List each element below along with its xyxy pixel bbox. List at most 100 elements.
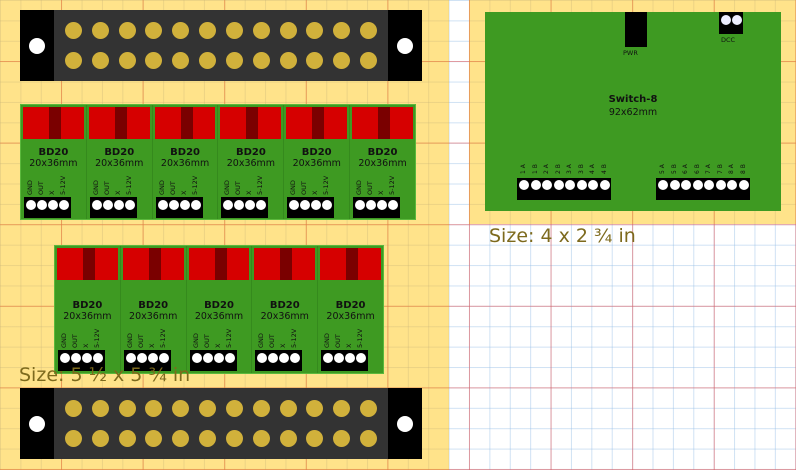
pin: [93, 353, 103, 363]
solder-pad: [91, 430, 109, 447]
pad-row: [54, 400, 388, 418]
pin-label: GND: [26, 180, 34, 195]
pin-label: OUT: [37, 181, 45, 195]
pin-label: 3 A: [566, 164, 573, 174]
relay-stripe: [246, 107, 259, 139]
solder-pad: [172, 430, 190, 447]
solder-pad: [279, 22, 297, 39]
module-name: BD20: [170, 147, 200, 158]
solder-pad: [306, 52, 324, 69]
pin-label: 2 B: [554, 164, 562, 174]
pin-label: 2 A: [543, 164, 550, 174]
pin-label: 5-12V: [388, 175, 397, 195]
pin: [727, 180, 737, 190]
pin-label: 6 B: [693, 164, 701, 174]
pin: [692, 180, 703, 190]
pin-header: [189, 350, 237, 371]
pin: [102, 200, 113, 210]
solder-pad: [279, 52, 297, 69]
solder-pad: [172, 22, 190, 39]
module-size: 20x36mm: [292, 158, 341, 169]
relay: [254, 248, 316, 280]
relay-stripe: [214, 248, 227, 280]
relay-stripe: [346, 248, 359, 280]
terminal-end-cap: [388, 388, 422, 459]
pin: [223, 200, 234, 210]
pin: [157, 200, 168, 210]
pin-header: [123, 350, 171, 371]
terminal-strip-top[interactable]: [20, 10, 422, 81]
pin: [669, 180, 680, 190]
relay: [154, 107, 216, 139]
pwr-label: PWR: [623, 49, 638, 57]
pin-header: [58, 350, 105, 371]
pin: [345, 353, 356, 363]
pin: [136, 353, 147, 363]
pin-header: [89, 197, 137, 218]
pin-label: 7 B: [716, 164, 724, 174]
solder-pad: [279, 430, 297, 447]
pin: [599, 180, 610, 190]
module-name: BD20: [38, 147, 69, 158]
module-name: BD20: [367, 147, 398, 158]
module-size: 20x36mm: [160, 158, 210, 169]
pin: [191, 353, 202, 363]
module-name: BD20: [235, 147, 266, 158]
pin: [355, 200, 366, 210]
pin-label: 5 B: [670, 164, 678, 174]
pin: [377, 200, 388, 210]
terminal-end-cap: [20, 10, 54, 81]
pin: [322, 200, 333, 210]
pin-label: X: [48, 190, 56, 195]
pin: [91, 200, 102, 210]
pin: [213, 353, 224, 363]
pin-label: 1 B: [531, 164, 539, 174]
pin-label: X: [377, 190, 386, 195]
solder-pad: [64, 22, 82, 39]
solder-pad: [333, 430, 351, 447]
pin-label: GND: [223, 180, 232, 195]
module-size: 20x36mm: [226, 158, 276, 169]
terminal-strip-bottom[interactable]: [20, 388, 422, 459]
module-name: BD20: [335, 300, 366, 311]
mount-hole: [29, 416, 45, 432]
pin-label: 5-12V: [322, 175, 331, 195]
relay: [88, 107, 150, 139]
pin-label: 5-12V: [59, 175, 67, 195]
pin-label: X: [279, 343, 288, 348]
pin-header: [24, 197, 71, 218]
relay: [220, 107, 282, 139]
pin: [37, 200, 47, 210]
terminal-bank: [656, 178, 750, 200]
pin-label: GND: [289, 180, 298, 195]
pin: [576, 180, 587, 190]
pin: [113, 200, 124, 210]
solder-pad: [225, 400, 243, 417]
pin-label: 6 A: [682, 164, 689, 174]
solder-pad: [118, 400, 136, 417]
pin: [334, 353, 345, 363]
solder-pad: [199, 430, 217, 447]
size-label-left: Size: 5 ½ x 5 ¾ in: [19, 364, 191, 386]
dcc-label: DCC: [721, 36, 736, 44]
pin: [256, 200, 267, 210]
dcc-pin: [721, 15, 731, 25]
relay: [286, 107, 348, 139]
size-label-right: Size: 4 x 2 ¾ in: [489, 225, 636, 247]
pin-label: X: [345, 343, 354, 348]
solder-pad: [306, 22, 324, 39]
